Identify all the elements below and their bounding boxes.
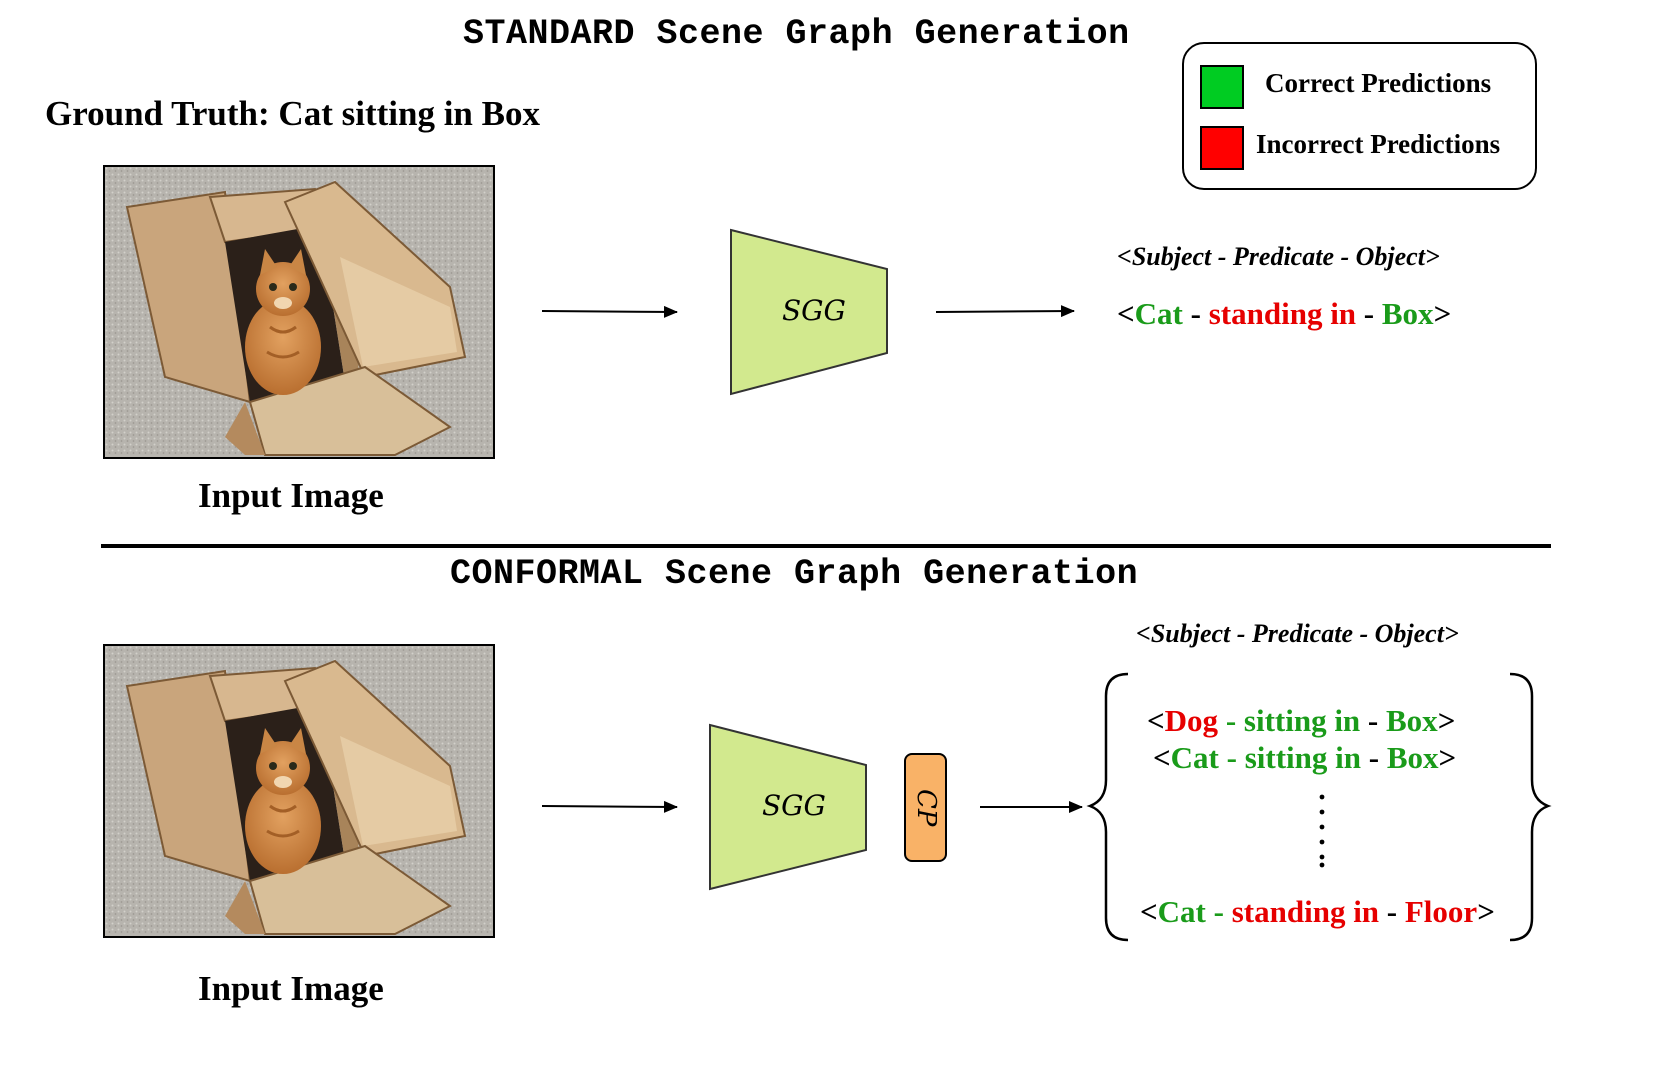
- section-divider: [101, 544, 1551, 548]
- triple-segment-correct: Cat -: [1157, 894, 1232, 929]
- input-image-caption-standard: Input Image: [198, 476, 384, 515]
- cat-in-box-photo: [105, 646, 493, 936]
- sgg-block-standard: [730, 228, 888, 396]
- sgg-label-conformal: SGG: [762, 789, 826, 822]
- triple-segment-plain: -: [1360, 703, 1386, 738]
- sgg-block-conformal: [709, 723, 867, 891]
- ellipsis-dots: [1319, 794, 1325, 868]
- input-image-conformal: [103, 644, 495, 938]
- standard-section-title: STANDARD Scene Graph Generation: [463, 14, 1130, 54]
- triple-segment-plain: <: [1117, 296, 1135, 331]
- left-brace: [1086, 672, 1129, 942]
- triple-segment-correct: Box: [1386, 740, 1439, 775]
- arrow-image-to-sgg-conformal: [541, 800, 678, 813]
- arrow-image-to-sgg-standard: [541, 305, 678, 318]
- triple-segment-plain: >: [1477, 894, 1495, 929]
- right-brace: [1509, 672, 1552, 942]
- cp-label: CP: [911, 789, 941, 827]
- triple-segment-plain: >: [1433, 296, 1452, 331]
- triple-segment-plain: >: [1438, 740, 1457, 775]
- triple-segment-correct: Cat - sitting in: [1170, 740, 1361, 775]
- triple-segment-plain: -: [1379, 894, 1405, 929]
- triple-header-conformal: <Subject - Predicate - Object>: [1136, 619, 1459, 648]
- legend-incorrect-label: Incorrect Predictions: [1256, 129, 1501, 159]
- arrow-sgg-to-output-standard: [935, 305, 1075, 318]
- triple-segment-correct: Box: [1386, 703, 1438, 738]
- triple-segment-plain: <: [1140, 894, 1158, 929]
- legend: Correct Predictions Incorrect Prediction…: [1182, 42, 1537, 190]
- triple-segment-plain: >: [1437, 703, 1456, 738]
- legend-correct-swatch: [1200, 65, 1244, 109]
- prediction-set-item-1: <Dog - sitting in - Box>: [1147, 703, 1455, 739]
- prediction-set-item-2: <Cat - sitting in - Box>: [1153, 740, 1456, 776]
- triple-segment-plain: <: [1153, 740, 1171, 775]
- cp-block: [904, 753, 947, 862]
- input-image-caption-conformal: Input Image: [198, 969, 384, 1008]
- triple-segment-correct: Box: [1381, 296, 1434, 331]
- input-image-standard: [103, 165, 495, 459]
- triple-segment-correct: - sitting in: [1218, 703, 1361, 738]
- prediction-standard: <Cat - standing in - Box>: [1117, 296, 1451, 332]
- triple-segment-plain: -: [1182, 296, 1209, 331]
- triple-segment-incorrect: Floor: [1404, 894, 1478, 929]
- triple-segment-incorrect: Dog: [1164, 703, 1219, 738]
- triple-segment-plain: -: [1361, 740, 1387, 775]
- ground-truth-label: Ground Truth: Cat sitting in Box: [45, 94, 540, 133]
- legend-correct-label: Correct Predictions: [1265, 68, 1492, 98]
- conformal-section-title: CONFORMAL Scene Graph Generation: [450, 554, 1139, 594]
- prediction-set-item-3: <Cat - standing in - Floor>: [1140, 894, 1495, 930]
- triple-segment-plain: -: [1356, 296, 1382, 331]
- triple-segment-correct: Cat: [1134, 296, 1183, 331]
- triple-segment-incorrect: standing in: [1208, 296, 1357, 331]
- legend-incorrect-swatch: [1200, 126, 1244, 170]
- triple-header-standard: <Subject - Predicate - Object>: [1117, 242, 1440, 271]
- triple-segment-incorrect: standing in: [1231, 894, 1380, 929]
- sgg-label-standard: SGG: [782, 294, 846, 327]
- triple-segment-plain: <: [1147, 703, 1165, 738]
